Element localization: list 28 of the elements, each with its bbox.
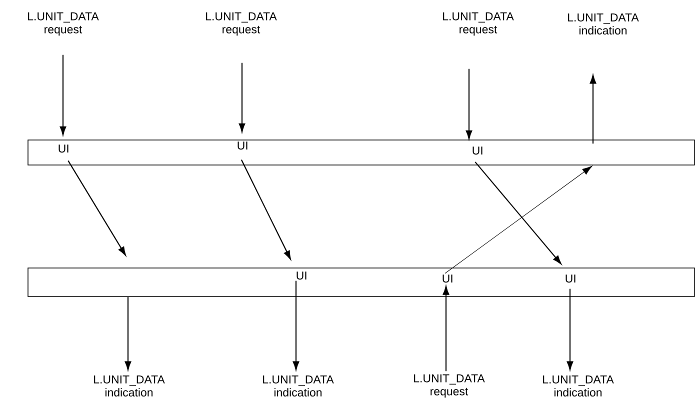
primitive-label: L.UNIT_DATA request: [414, 374, 485, 398]
ui-label: UI: [442, 274, 452, 283]
arrow: [474, 162, 562, 264]
band: [28, 140, 695, 166]
arrow: [590, 74, 596, 144]
arrow: [68, 160, 126, 256]
arrow: [124, 296, 132, 370]
ui-label: UI: [566, 274, 576, 283]
arrow: [292, 280, 300, 370]
primitive-label: L.UNIT_DATA indication: [543, 376, 614, 397]
arrow: [240, 160, 291, 260]
arrow: [466, 68, 472, 140]
arrow: [566, 288, 574, 370]
primitive-label: L.UNIT_DATA request: [443, 12, 514, 36]
arrow: [444, 166, 592, 274]
primitive-label: L.UNIT_DATA request: [28, 12, 99, 36]
arrow: [238, 62, 246, 132]
primitive-label: L.UNIT_DATA request: [206, 12, 277, 36]
ui-label: UI: [58, 144, 68, 153]
ui-label: UI: [296, 272, 306, 280]
ui-label: UI: [238, 142, 248, 150]
ui-label: UI: [472, 146, 482, 155]
primitive-label: L.UNIT_DATA indication: [568, 14, 639, 34]
primitive-label: L.UNIT_DATA indication: [263, 376, 334, 397]
arrow: [442, 286, 450, 372]
band: [28, 268, 695, 297]
arrow: [60, 54, 66, 136]
primitive-label: L.UNIT_DATA indication: [94, 376, 165, 397]
